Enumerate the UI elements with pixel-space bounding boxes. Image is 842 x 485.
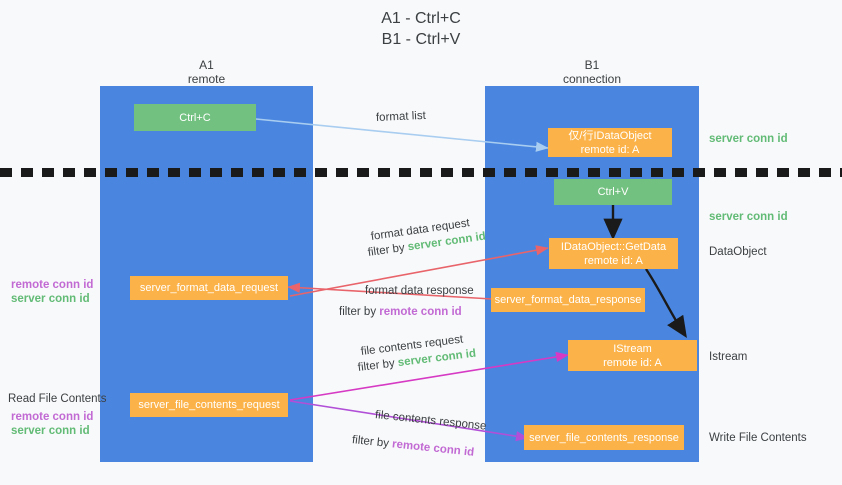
- box-idataobject[interactable]: 仅/行IDataObject remote id: A: [548, 128, 672, 157]
- box-server-format-data-response[interactable]: server_format_data_response: [491, 288, 645, 312]
- label-write-file-contents: Write File Contents: [709, 432, 807, 444]
- arrow-label-format-list: format list: [375, 109, 427, 124]
- column-b1-name: B1: [584, 58, 600, 72]
- box-getdata[interactable]: IDataObject::GetData remote id: A: [549, 238, 678, 269]
- filter-prefix-4: filter by: [351, 434, 393, 451]
- box-ctrl-c-label: Ctrl+C: [179, 111, 211, 124]
- arrow-format-data-response: [287, 282, 493, 300]
- label-server-conn-id-2: server conn id: [11, 425, 90, 437]
- title-line-2: B1 - Ctrl+V: [381, 31, 461, 48]
- box-server-file-contents-request-label: server_file_contents_request: [138, 399, 280, 411]
- label-read-file-contents: Read File Contents: [8, 393, 107, 405]
- box-server-format-data-response-label: server_format_data_response: [494, 294, 642, 306]
- label-server-conn-id-top: server conn id: [709, 133, 788, 145]
- box-server-file-contents-request[interactable]: server_file_contents_request: [130, 393, 288, 417]
- column-a1-name: A1: [199, 58, 214, 72]
- label-dataobject: DataObject: [709, 246, 767, 258]
- arrow-getdata-to-istream: [645, 268, 687, 339]
- title-line-1: A1 - Ctrl+C: [381, 10, 461, 27]
- box-idataobject-line1: 仅/行IDataObject: [568, 129, 652, 142]
- arrow-label-format-data-response: format data response: [365, 285, 474, 297]
- page-title: A1 - Ctrl+C B1 - Ctrl+V: [0, 8, 842, 50]
- column-header-a1: A1 remote: [100, 58, 313, 86]
- arrow-format-list: [255, 118, 549, 152]
- arrow-label-format-data-response-filter: filter by remote conn id: [339, 305, 462, 320]
- filter-prefix-2: filter by: [339, 306, 380, 318]
- label-remote-conn-id-1: remote conn id: [11, 279, 94, 291]
- label-remote-conn-id-2: remote conn id: [11, 411, 94, 423]
- box-server-file-contents-response[interactable]: server_file_contents_response: [524, 425, 684, 450]
- label-istream: Istream: [709, 351, 748, 363]
- arrow-file-contents-response: [289, 400, 529, 442]
- box-getdata-line2: remote id: A: [584, 254, 643, 267]
- box-server-format-data-request[interactable]: server_format_data_request: [130, 276, 288, 300]
- arrow-file-contents-request: [289, 351, 569, 401]
- label-server-conn-id-1: server conn id: [11, 293, 90, 305]
- box-ctrl-v[interactable]: Ctrl+V: [554, 179, 672, 205]
- filter-value-2: remote conn id: [379, 306, 462, 318]
- label-server-conn-id-mid: server conn id: [709, 211, 788, 223]
- box-ctrl-v-label: Ctrl+V: [597, 186, 629, 198]
- column-header-b1: B1 connection: [485, 58, 699, 86]
- box-server-format-data-request-label: server_format_data_request: [139, 282, 279, 294]
- box-ctrl-c[interactable]: Ctrl+C: [134, 104, 256, 131]
- box-getdata-line1: IDataObject::GetData: [560, 240, 667, 253]
- filter-prefix-3: filter by: [357, 357, 399, 374]
- column-a1-sub: remote: [187, 72, 226, 86]
- column-b1-sub: connection: [562, 72, 622, 86]
- box-idataobject-line2: remote id: A: [580, 143, 640, 156]
- box-server-file-contents-response-label: server_file_contents_response: [529, 431, 679, 444]
- box-istream[interactable]: IStream remote id: A: [568, 340, 697, 371]
- box-istream-line1: IStream: [613, 342, 652, 355]
- arrow-format-data-request: [289, 245, 549, 297]
- box-istream-line2: remote id: A: [603, 356, 662, 369]
